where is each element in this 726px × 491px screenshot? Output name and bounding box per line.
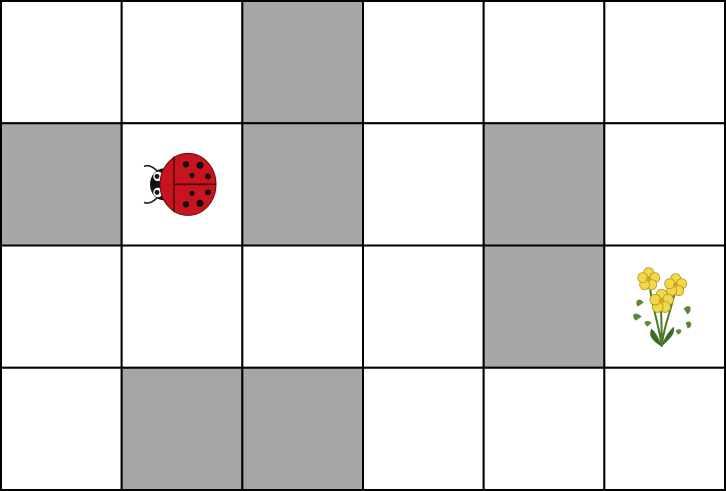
floor-cell-r3-c0[interactable] [1, 368, 122, 490]
floor-cell-r0-c0[interactable] [1, 1, 122, 123]
wall-cell-r1-c4[interactable] [484, 123, 605, 245]
wall-cell-r2-c4[interactable] [484, 246, 605, 368]
floor-cell-r0-c1[interactable] [122, 1, 243, 123]
wall-cell-r0-c2[interactable] [242, 1, 363, 123]
wall-cell-r1-c0[interactable] [1, 123, 122, 245]
floor-cell-r1-c3[interactable] [363, 123, 484, 245]
floor-cell-r3-c4[interactable] [484, 368, 605, 490]
floor-cell-r2-c3[interactable] [363, 246, 484, 368]
floor-cell-r0-c3[interactable] [363, 1, 484, 123]
floor-cell-r3-c3[interactable] [363, 368, 484, 490]
wall-cell-r3-c1[interactable] [122, 368, 243, 490]
floor-cell-r3-c5[interactable] [604, 368, 725, 490]
wall-cell-r1-c2[interactable] [242, 123, 363, 245]
wall-cell-r3-c2[interactable] [242, 368, 363, 490]
floor-cell-r2-c2[interactable] [242, 246, 363, 368]
floor-cell-r0-c5[interactable] [604, 1, 725, 123]
floor-cell-r2-c1[interactable] [122, 246, 243, 368]
floor-cell-r0-c4[interactable] [484, 1, 605, 123]
floor-cell-r2-c0[interactable] [1, 246, 122, 368]
floor-cell-r1-c5[interactable] [604, 123, 725, 245]
